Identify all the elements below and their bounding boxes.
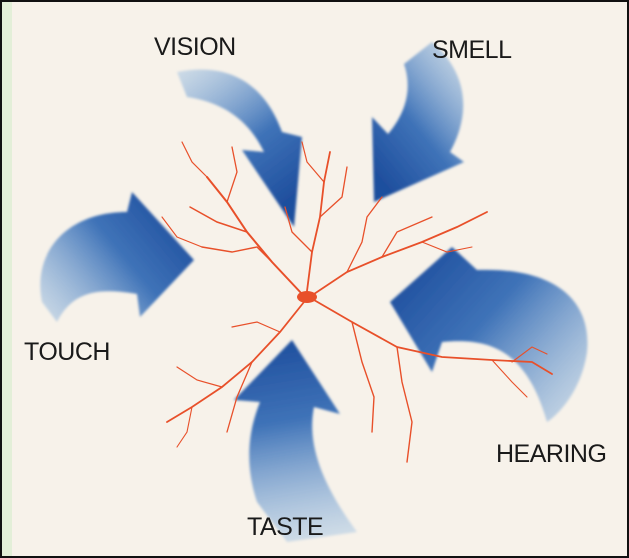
hearing-arrow — [390, 247, 587, 422]
label-touch: TOUCH — [24, 338, 110, 367]
touch-arrow — [40, 192, 194, 322]
label-hearing: HEARING — [496, 440, 606, 469]
taste-arrow — [234, 340, 357, 542]
smell-arrow — [372, 42, 464, 202]
label-taste: TASTE — [247, 513, 323, 542]
label-smell: SMELL — [432, 36, 511, 65]
label-vision: VISION — [154, 33, 236, 62]
vision-arrow — [177, 70, 302, 228]
